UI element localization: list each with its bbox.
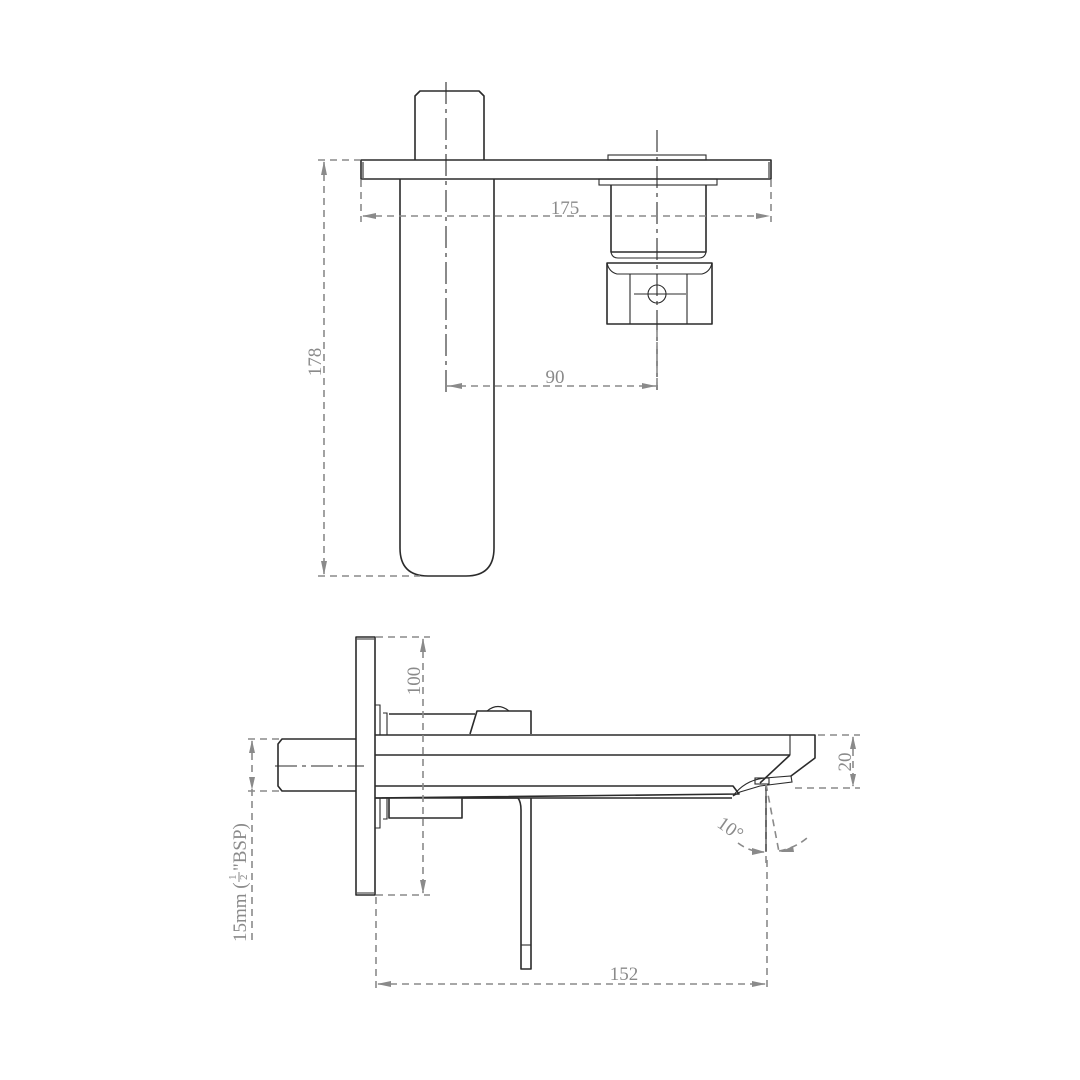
side-view: 100 15mm ( 1 2 "BSP) 20 10° [227,636,860,990]
handle-dome [486,705,510,712]
aerator-insert [754,777,770,785]
handle-body [610,185,707,253]
dim-90-label: 90 [546,367,565,388]
spout-underside [374,785,740,799]
dim-152-label: 152 [610,964,639,985]
angle-inclined-line [765,783,780,853]
handle-body-lower [610,251,707,259]
dim-100-arrow-bottom [420,880,426,894]
collar-bot-2 [383,798,388,820]
spout-arm [375,734,816,777]
wall-plate [360,159,772,180]
spout-chamfer [759,754,791,784]
collar-top-2 [383,712,388,735]
dim-inlet-arrow-bottom [249,777,255,790]
dim-152-arrow-right [752,981,766,987]
lever-block [606,262,713,325]
dim-20-arrow-bottom [850,774,856,787]
front-view: 175 90 178 [305,82,772,577]
inlet-fraction-num: 1 [227,875,239,881]
angle-arrow-right [780,846,794,852]
dim-152-arrow-left [377,981,391,987]
aerator [732,775,793,797]
handle-knob [469,710,532,735]
dim-90-arrow-left [448,383,462,389]
lever-arm [462,797,532,970]
dim-inlet-arrow-top [249,740,255,753]
lower-body [388,798,463,819]
dim-90-arrow-right [642,383,656,389]
dim-100-arrow-top [420,638,426,652]
angle-10-label: 10° [713,813,747,845]
dim-20-arrow-top [850,736,856,749]
spout-body [399,179,495,577]
inlet-label-prefix: 15mm ( [230,882,251,942]
dim-175-arrow-right [756,213,770,219]
dim-178-arrow-top [321,161,327,175]
handle-collar [598,178,718,186]
collar-top-1 [375,704,381,735]
collar-bot-1 [375,798,381,829]
dim-100-label: 100 [404,667,425,696]
dim-178-label: 178 [305,348,326,377]
dim-178-arrow-bottom [321,561,327,575]
spout-stub [414,90,485,160]
lever-top-curve [606,262,713,275]
inlet-label-suffix: "BSP) [230,823,251,871]
dim-175-label: 175 [551,198,580,219]
dim-inlet-label: 15mm ( 1 2 "BSP) [227,823,251,942]
inlet-pipe [277,738,356,792]
angle-arc-right [778,837,808,852]
angle-arrow-left [752,848,765,855]
dim-20-label: 20 [835,753,856,772]
dim-175-arrow-left [362,213,376,219]
inlet-fraction-den: 2 [238,875,250,881]
